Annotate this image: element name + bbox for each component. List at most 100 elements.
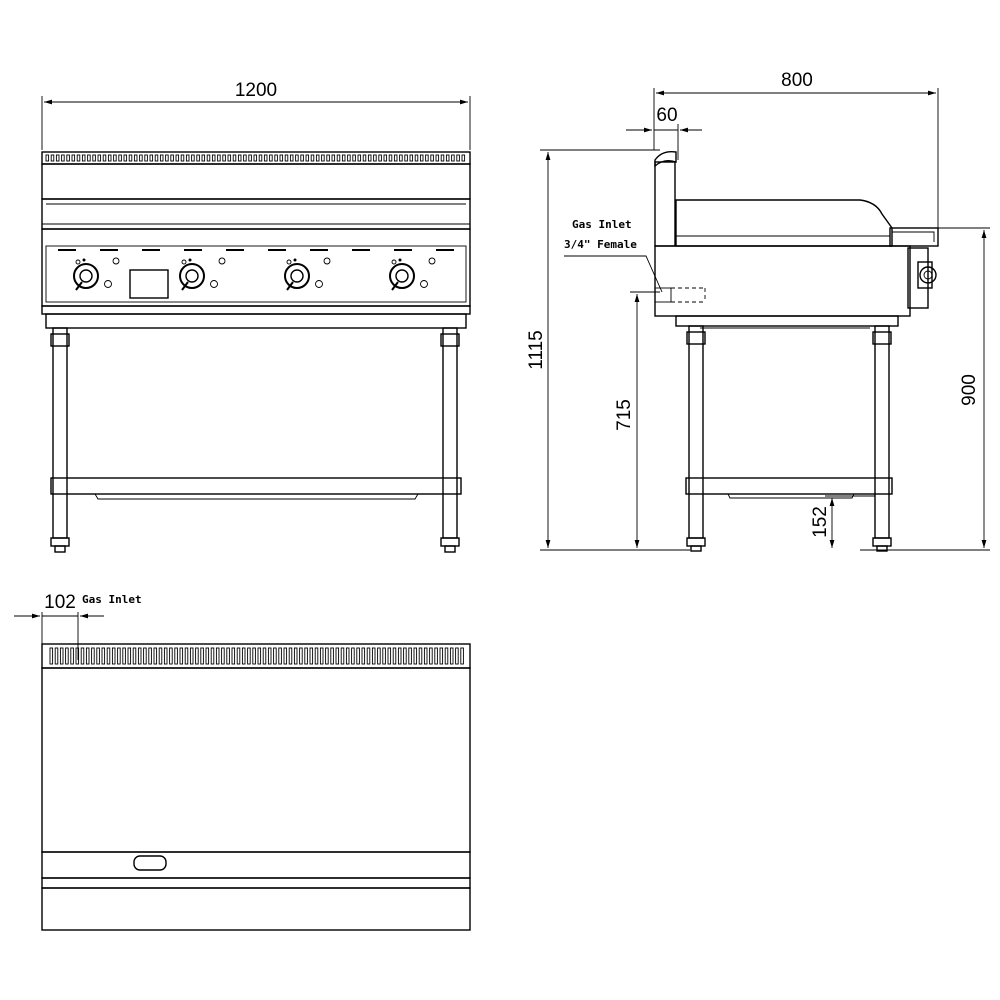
knob-icon xyxy=(73,258,99,291)
vent-slot xyxy=(185,154,190,162)
plan-vent-slot xyxy=(356,647,360,665)
plan-vent-slot xyxy=(226,647,230,665)
plan-vent-slot xyxy=(288,647,293,665)
plan-vent-slot xyxy=(111,647,116,665)
dimension-width: 1200 xyxy=(41,80,471,150)
vent-slot xyxy=(92,154,96,162)
vent-slot xyxy=(336,154,341,162)
plan-vent-slot xyxy=(247,647,251,665)
plan-vent-slot xyxy=(397,647,402,665)
plan-vent-slot xyxy=(361,647,366,665)
vent-slot xyxy=(315,154,320,162)
vent-slot xyxy=(113,154,117,162)
gas-inlet-callout: Gas Inlet 3/4" Female xyxy=(564,218,663,293)
plan-vent-slot xyxy=(423,647,428,665)
vent-slot xyxy=(404,154,408,162)
plan-vent-slot xyxy=(403,647,407,665)
plan-vent-slot xyxy=(392,647,397,665)
plan-vent-slot xyxy=(330,647,334,665)
pilot-hole xyxy=(104,280,112,288)
plan-vent-slot xyxy=(75,647,80,665)
plan-vent-slot xyxy=(122,647,126,665)
dimension-shelf-height: 152 xyxy=(810,495,875,548)
plan-vent-slot xyxy=(319,647,324,665)
vent-slot xyxy=(440,154,445,162)
vent-slot xyxy=(222,154,226,162)
plan-vent-slots xyxy=(49,647,464,665)
vent-slot xyxy=(159,154,164,162)
plan-vent-slot xyxy=(408,647,412,665)
plan-vent-slot xyxy=(262,647,267,665)
plan-vent-slot xyxy=(273,647,277,665)
vent-slot xyxy=(435,154,440,162)
vent-slot xyxy=(331,154,336,162)
vent-slot xyxy=(71,154,76,162)
plan-gas-inlet-label: Gas Inlet xyxy=(82,593,142,606)
plan-vent-slot xyxy=(439,647,444,665)
vent-slot xyxy=(102,154,107,162)
pilot-hole xyxy=(218,257,226,265)
vent-slot xyxy=(149,154,154,162)
plan-vent-slot xyxy=(49,647,54,665)
vent-slot xyxy=(165,154,169,162)
plan-vent-slot xyxy=(215,647,220,665)
vent-slot xyxy=(300,154,304,162)
plan-vent-slot xyxy=(267,647,272,665)
plan-vent-slot xyxy=(278,647,282,665)
plan-vent-slot xyxy=(153,647,158,665)
vent-slot xyxy=(305,154,310,162)
vent-slot xyxy=(393,154,398,162)
plan-vent-slot xyxy=(418,647,423,665)
plan-vent-slot xyxy=(449,647,454,665)
vent-slot xyxy=(128,154,133,162)
vent-slot xyxy=(66,154,70,162)
drip-tray-handle xyxy=(133,855,167,871)
vent-slot xyxy=(362,154,367,162)
plan-vent-slot xyxy=(366,647,371,665)
vent-slot xyxy=(341,154,346,162)
plan-vent-slot xyxy=(371,647,376,665)
vent-slot xyxy=(430,154,434,162)
plan-vent-slot xyxy=(304,647,308,665)
pilot-hole xyxy=(210,280,218,288)
plan-vent-slot xyxy=(210,647,215,665)
vent-slot xyxy=(206,154,211,162)
plan-vent-slot xyxy=(413,647,418,665)
plan-vent-slot xyxy=(340,647,345,665)
vent-slot xyxy=(456,154,460,162)
dimension-gas-inlet-offset: 102 Gas Inlet xyxy=(14,592,142,660)
plan-vent-slot xyxy=(117,647,121,665)
vent-slot xyxy=(76,154,81,162)
side-view: 800 60 1115 715 900 xyxy=(526,70,990,552)
dimension-work-height-label: 900 xyxy=(959,374,980,406)
vent-slot xyxy=(123,154,128,162)
vent-slot xyxy=(373,154,377,162)
dimension-depth-label: 800 xyxy=(781,70,813,91)
vent-slot xyxy=(321,154,325,162)
vent-slot xyxy=(425,154,429,162)
plan-vent-slot xyxy=(85,647,90,665)
vent-slot xyxy=(61,154,65,162)
plan-vent-slot xyxy=(91,647,95,665)
vent-slot xyxy=(367,154,372,162)
plan-vent-slot xyxy=(163,647,168,665)
vent-slot xyxy=(274,154,278,162)
plan-vent-slot xyxy=(460,647,464,665)
plan-vent-slot xyxy=(351,647,355,665)
vent-slot xyxy=(253,154,258,162)
plan-vent-slot xyxy=(382,647,386,665)
plan-vent-slot xyxy=(444,647,449,665)
vent-slot xyxy=(237,154,242,162)
knob-icon xyxy=(284,258,310,291)
vent-slot xyxy=(87,154,91,162)
plan-vent-slot xyxy=(148,647,152,665)
vent-slot xyxy=(357,154,362,162)
plan-vent-slot xyxy=(59,647,64,665)
vent-slot xyxy=(451,154,455,162)
plan-vent-slot xyxy=(179,647,184,665)
vent-slot xyxy=(445,154,450,162)
vent-slot xyxy=(310,154,315,162)
vent-slot xyxy=(196,154,200,162)
vent-slot xyxy=(227,154,232,162)
